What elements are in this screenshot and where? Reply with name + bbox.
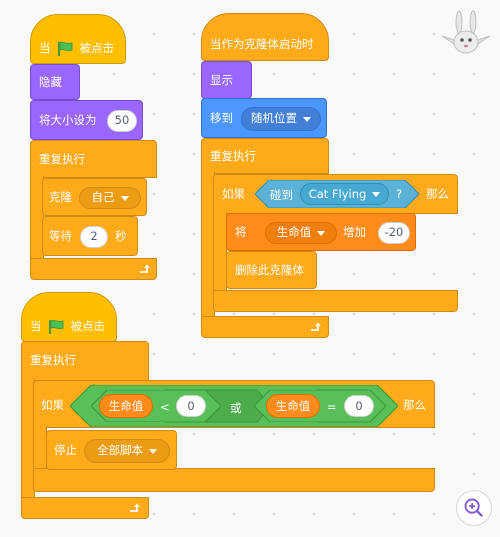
stop-label: 停止	[54, 443, 77, 457]
touching-target-dropdown[interactable]: Cat Flying	[300, 183, 389, 205]
change-by-label: 增加	[343, 225, 366, 239]
hat-clicked-label: 被点击	[70, 319, 106, 334]
then-label: 那么	[426, 187, 449, 201]
loop-arrow-icon	[140, 264, 150, 273]
less-than-input[interactable]: 0	[176, 395, 206, 417]
if-label: 如果	[222, 187, 245, 201]
wait-label: 等待	[49, 229, 72, 243]
stop-option-value: 全部脚本	[97, 443, 143, 458]
chevron-down-icon	[303, 116, 311, 122]
forever-foot	[21, 497, 149, 519]
hat-when-label: 当	[39, 41, 51, 56]
size-input[interactable]: 50	[107, 110, 137, 132]
hide-label: 隐藏	[39, 75, 62, 89]
forever-block[interactable]: 重复执行	[21, 341, 149, 381]
zoom-in-icon	[464, 498, 483, 517]
goto-target-value: 随机位置	[251, 111, 297, 126]
when-flag-clicked-block[interactable]: 当 被点击	[21, 292, 117, 342]
stop-option-dropdown[interactable]: 全部脚本	[84, 439, 170, 463]
clone-target-dropdown[interactable]: 自己	[79, 187, 141, 209]
variable-value: 生命值	[276, 225, 312, 240]
forever-label: 重复执行	[210, 149, 256, 163]
loop-arrow-icon	[130, 503, 140, 512]
change-variable-block[interactable]: 将 生命值 增加 -20	[226, 213, 416, 251]
forever-block[interactable]: 重复执行	[201, 138, 329, 174]
then-label: 那么	[403, 398, 426, 412]
chevron-down-icon	[372, 191, 381, 197]
forever-label: 重复执行	[39, 152, 85, 166]
variable-dropdown[interactable]: 生命值	[265, 222, 337, 244]
delete-clone-block[interactable]: 删除此克隆体	[226, 251, 317, 289]
show-label: 显示	[210, 73, 233, 87]
equals-input[interactable]: 0	[344, 395, 374, 417]
when-flag-clicked-block[interactable]: 当 被点击	[30, 14, 126, 64]
zoom-in-button[interactable]	[456, 490, 492, 526]
green-flag-icon	[57, 41, 72, 56]
loop-arrow-icon	[311, 322, 321, 331]
hat-clicked-label: 被点击	[79, 41, 115, 56]
green-flag-icon	[48, 319, 63, 334]
when-start-as-clone-block[interactable]: 当作为克隆体启动时	[201, 13, 329, 61]
wait-unit-label: 秒	[115, 229, 127, 243]
forever-foot	[201, 316, 329, 338]
hat-when-label: 当	[30, 319, 42, 334]
wait-block[interactable]: 等待 2 秒	[42, 216, 138, 256]
bunny-sprite-icon	[441, 10, 491, 54]
goto-label: 移到	[210, 111, 233, 125]
forever-label: 重复执行	[30, 353, 76, 367]
chevron-down-icon	[120, 195, 129, 201]
variable-reporter-left[interactable]: 生命值	[99, 394, 153, 418]
variable-left-value: 生命值	[108, 399, 144, 413]
if-arm	[213, 212, 227, 292]
if-arm	[33, 426, 47, 470]
hide-block[interactable]: 隐藏	[30, 64, 80, 100]
clone-label: 克隆	[49, 190, 72, 204]
question-label: ?	[396, 187, 403, 201]
show-block[interactable]: 显示	[201, 61, 252, 99]
if-foot	[33, 468, 435, 492]
chevron-down-icon	[317, 230, 326, 236]
touching-target-value: Cat Flying	[308, 187, 367, 201]
variable-right-value: 生命值	[275, 399, 311, 413]
variable-reporter-right[interactable]: 生命值	[266, 394, 320, 418]
if-label: 如果	[41, 398, 64, 412]
touching-label: 碰到	[270, 188, 293, 202]
if-foot	[213, 290, 458, 312]
chevron-down-icon	[149, 448, 157, 454]
create-clone-block[interactable]: 克隆 自己	[42, 178, 147, 216]
clone-target-value: 自己	[91, 190, 115, 205]
goto-target-dropdown[interactable]: 随机位置	[241, 107, 321, 131]
change-prefix-label: 将	[235, 225, 247, 239]
set-size-block[interactable]: 将大小设为 50	[30, 100, 143, 140]
less-than-label: <	[160, 400, 170, 414]
change-value-input[interactable]: -20	[378, 222, 410, 244]
or-label: 或	[230, 401, 242, 415]
stop-block[interactable]: 停止 全部脚本	[46, 430, 177, 470]
clone-hat-label: 当作为克隆体启动时	[210, 37, 314, 51]
equals-label: =	[327, 400, 337, 414]
wait-input[interactable]: 2	[80, 226, 108, 248]
forever-foot	[30, 258, 157, 280]
set-size-label: 将大小设为	[39, 113, 97, 127]
go-to-block[interactable]: 移到 随机位置	[201, 98, 327, 138]
forever-block[interactable]: 重复执行	[30, 140, 157, 178]
delete-clone-label: 删除此克隆体	[235, 263, 304, 277]
